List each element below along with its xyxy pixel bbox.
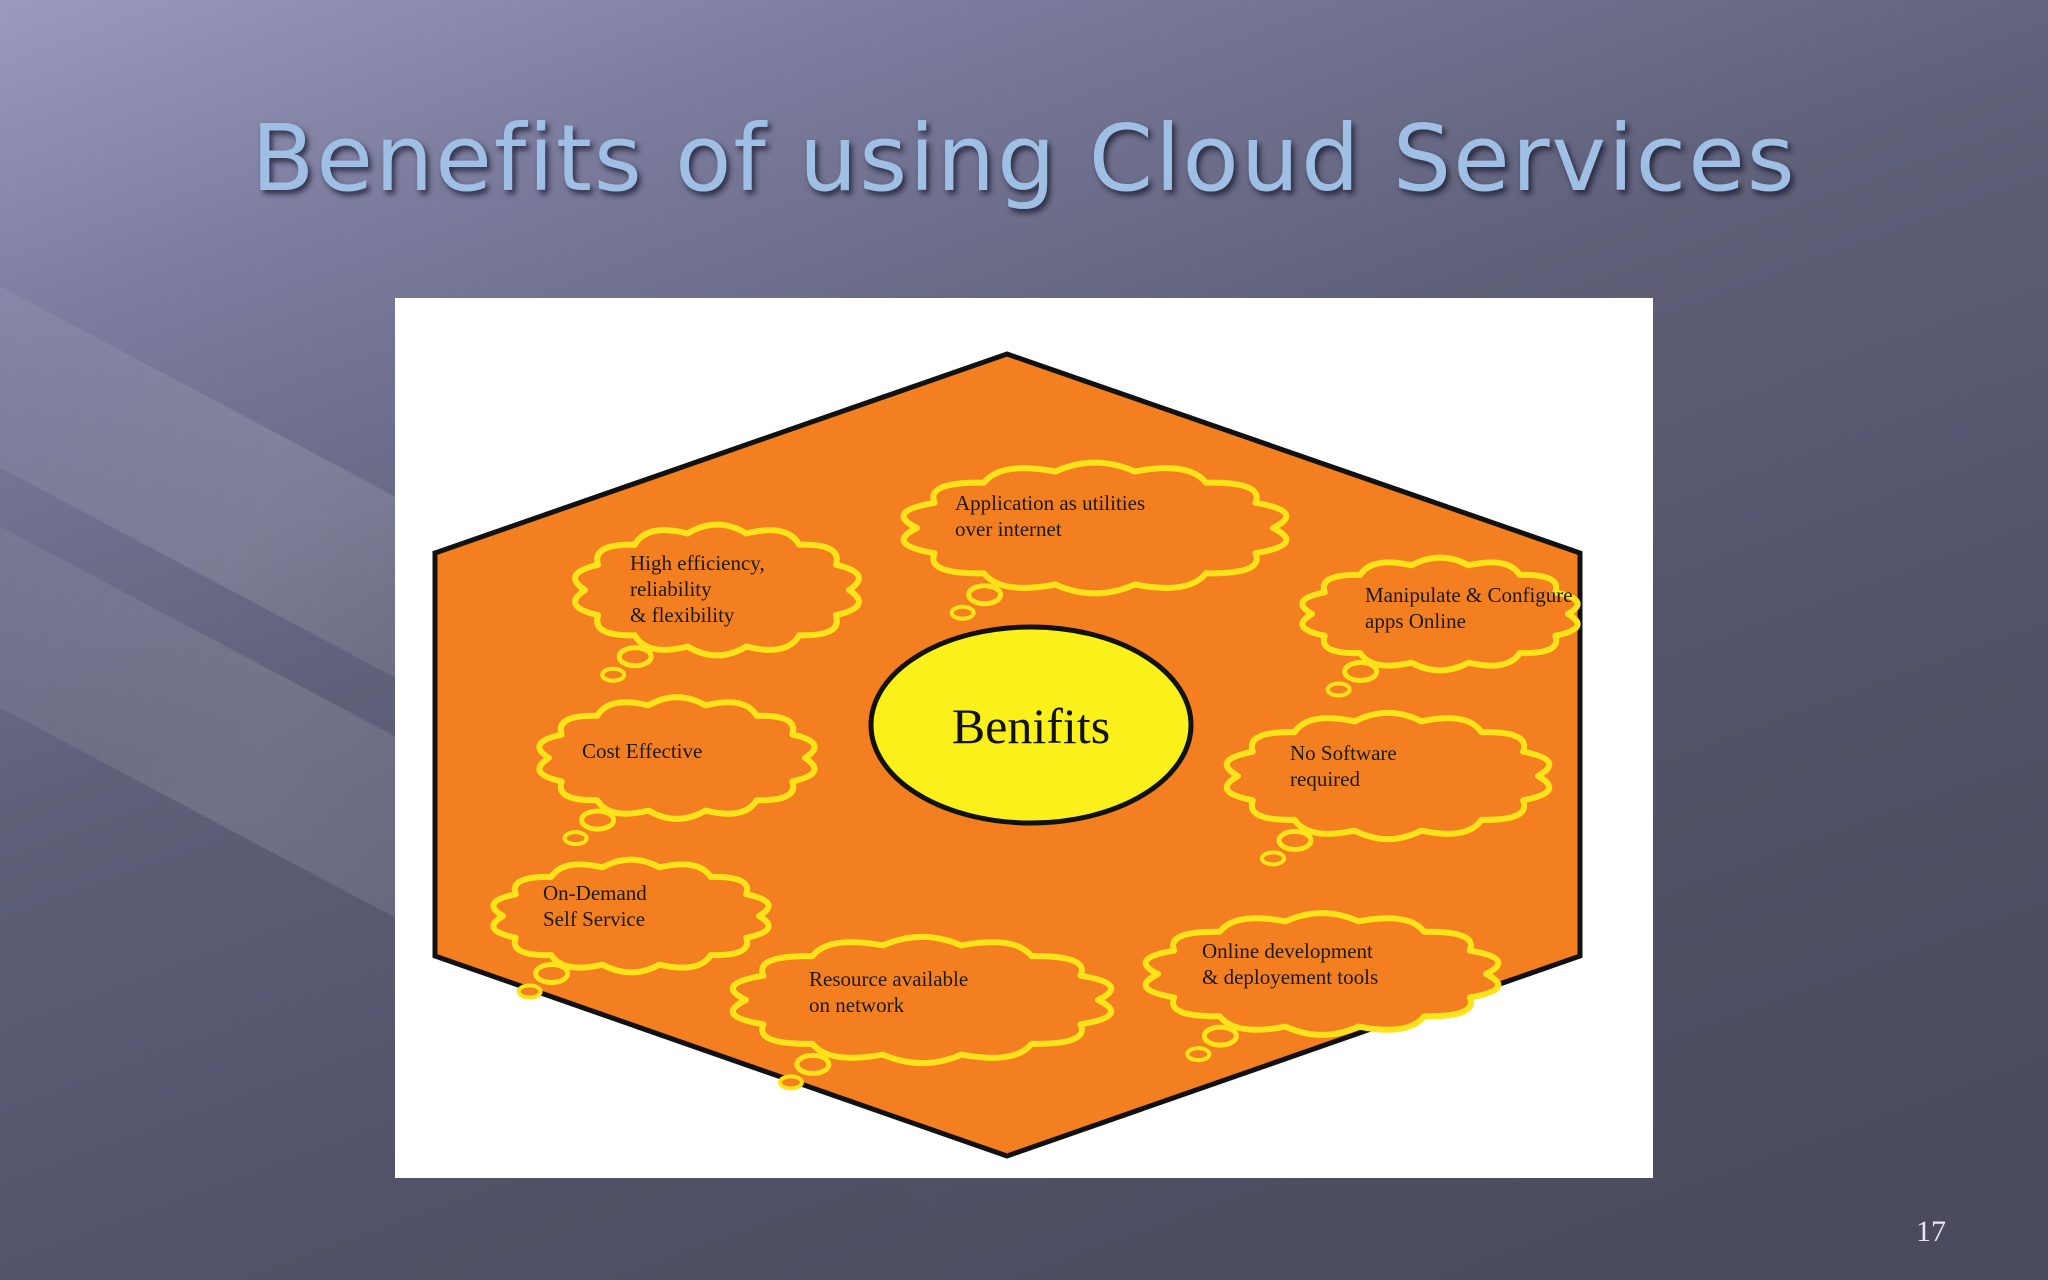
bubble-cloud [572, 521, 862, 659]
bubble-tail [1276, 828, 1314, 852]
benefit-label-line: on network [809, 993, 905, 1017]
benefit-label-line: & flexibility [630, 603, 735, 627]
bubble-tail [600, 666, 627, 683]
benefit-bubble: High efficiency,reliability& flexibility [572, 521, 862, 683]
center-node: Benifits [868, 624, 1194, 826]
bubble-tail [949, 604, 976, 621]
benefit-label-line: & deployement tools [1202, 965, 1378, 989]
bubble-cloud [1142, 910, 1502, 1038]
bubble-tail [516, 983, 543, 1000]
slide-title: Benefits of using Cloud Services [251, 105, 1797, 212]
benefit-label-line: apps Online [1365, 609, 1466, 633]
benefit-label-line: No Software [1290, 741, 1397, 765]
bubble-tail [966, 583, 1004, 607]
bubble-tail [1260, 850, 1286, 867]
center-circle [868, 624, 1194, 826]
bubble-tail [1185, 1046, 1212, 1063]
benefit-label-line: Resource available [809, 967, 968, 991]
bubble-cloud [900, 459, 1290, 597]
benefit-label-line: required [1290, 767, 1360, 791]
benefit-label: Online development& deployement tools [1202, 939, 1378, 989]
benefit-label-line: Online development [1202, 939, 1373, 963]
bubble-cloud [536, 694, 818, 822]
bubble-tail [777, 1074, 804, 1091]
bubble-tail [579, 808, 617, 832]
bubble-tail [1342, 660, 1380, 683]
bubble-cloud [490, 856, 772, 976]
bubble-cloud [1223, 709, 1553, 843]
bubble-tail [533, 962, 571, 985]
benefit-label: High efficiency,reliability& flexibility [630, 551, 765, 627]
bubble-tail [562, 830, 589, 847]
benefit-label: Cost Effective [582, 739, 702, 763]
benefit-label-line: On-Demand [543, 881, 647, 905]
bubble-cloud [1299, 554, 1581, 674]
benefit-bubble: Online development& deployement tools [1142, 910, 1502, 1063]
benefit-label-line: Cost Effective [582, 739, 702, 763]
benefit-label-line: High efficiency, [630, 551, 765, 575]
benefit-bubble: Cost Effective [536, 694, 818, 847]
page-number: 17 [1916, 1215, 1946, 1248]
benefit-label-line: Application as utilities [955, 491, 1145, 515]
benefit-label-line: reliability [630, 577, 712, 601]
bubble-cloud [729, 933, 1115, 1067]
bubble-tail [1201, 1024, 1239, 1048]
benefit-label-line: Self Service [543, 907, 645, 931]
benefit-label-line: over internet [955, 517, 1062, 541]
benefit-label-line: Manipulate & Configure [1365, 583, 1573, 607]
bubble-tail [1325, 681, 1352, 698]
center-label: Benifits [952, 698, 1110, 754]
bubble-tail [616, 645, 654, 669]
bubble-tail [794, 1052, 832, 1076]
